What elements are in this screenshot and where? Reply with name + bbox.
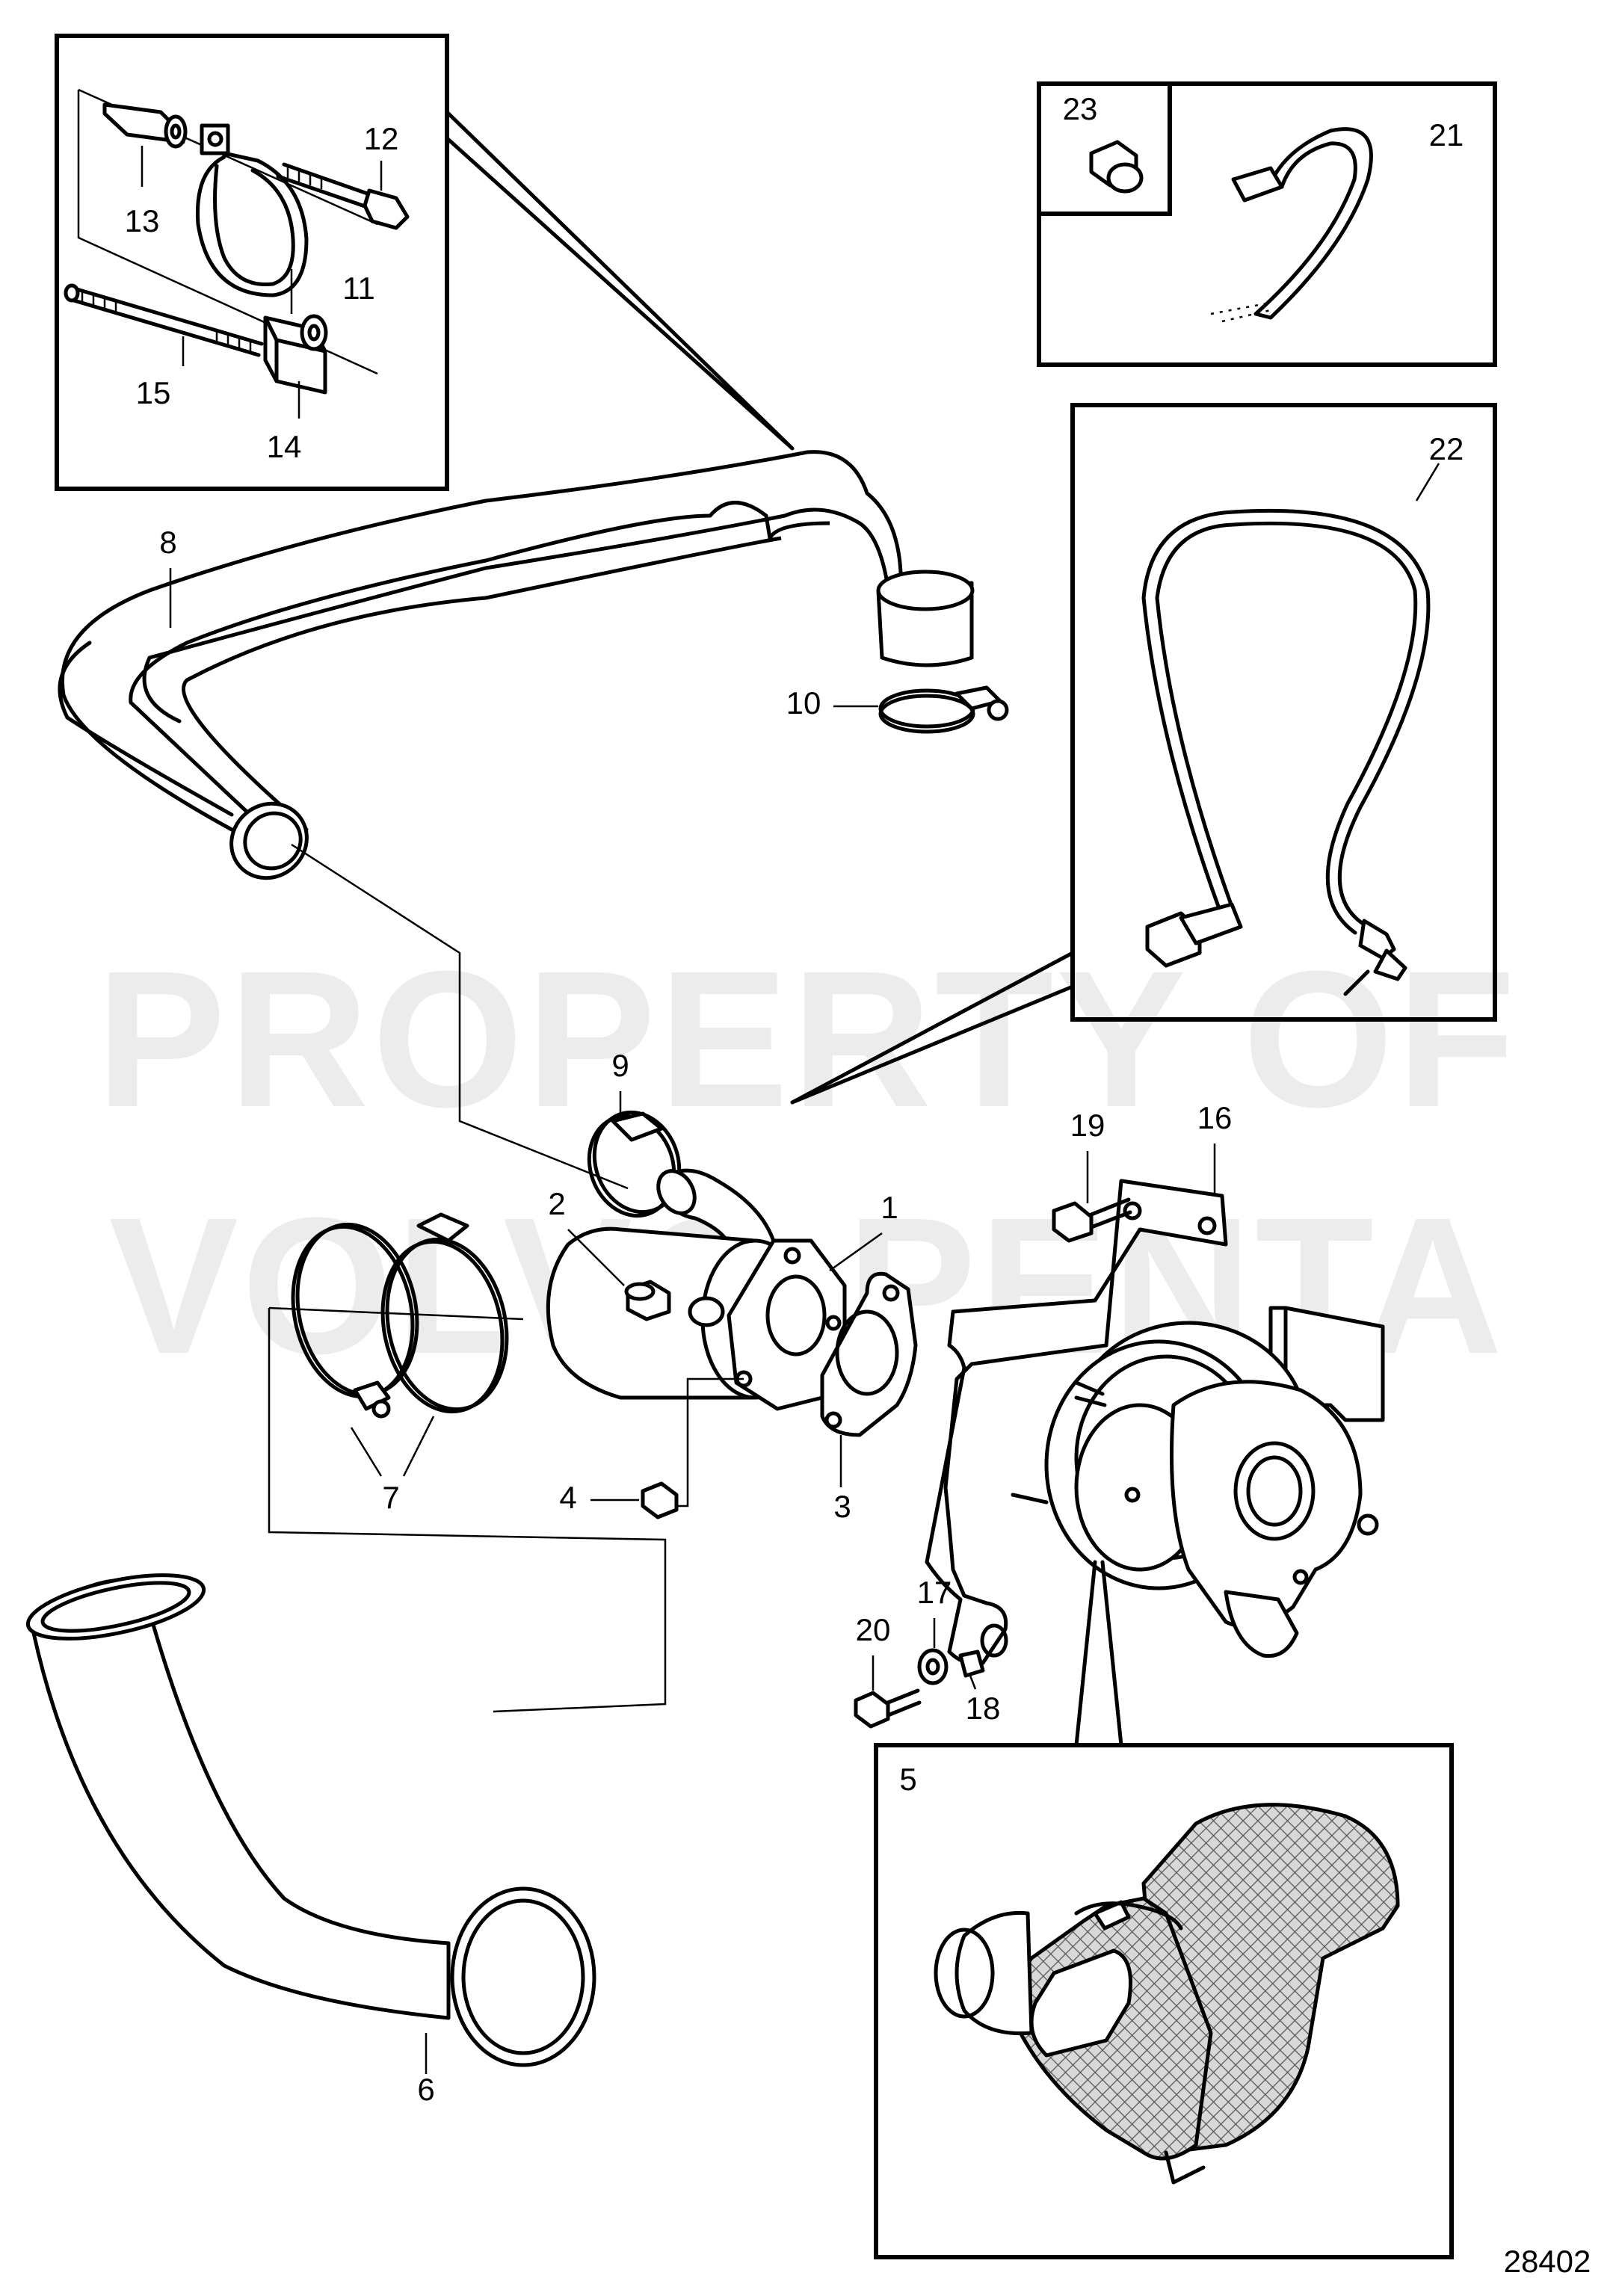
inset-pointer-heat-shield — [1074, 1560, 1123, 1747]
leader-lower-hose — [268, 1308, 667, 1713]
leader-clamp-axis — [268, 1306, 524, 1321]
callout-11: 11 — [342, 271, 375, 306]
hose-8 — [58, 450, 975, 880]
inset-frame-plug-and-tie — [1037, 81, 1497, 367]
callout-7: 7 — [382, 1480, 399, 1515]
spacer-14 — [263, 314, 328, 395]
inset-pointer-clamp — [445, 110, 795, 451]
bolt-12 — [276, 162, 410, 230]
hose-clamp-9 — [587, 1110, 682, 1218]
leader-hose-to-elbow — [291, 843, 629, 1190]
washer-17 — [917, 1648, 949, 1685]
inset-clamp-hardware: 12 13 11 15 14 — [55, 34, 449, 491]
inset-heat-shield: 5 — [874, 1743, 1454, 2259]
callout-9: 9 — [611, 1048, 629, 1083]
inset-sensor-cable: 22 — [1070, 403, 1497, 1022]
callout-3: 3 — [833, 1489, 851, 1524]
inset-frame-clamp-hardware — [55, 34, 449, 491]
leader-22 — [1415, 463, 1440, 502]
callout-17: 17 — [917, 1575, 952, 1610]
drawing-number: 28402 — [1504, 2244, 1591, 2279]
gasket-3 — [820, 1271, 918, 1437]
callout-20: 20 — [856, 1612, 891, 1647]
inset-frame-heat-shield — [874, 1743, 1454, 2259]
stud-15 — [64, 283, 264, 357]
spacer-18 — [958, 1650, 985, 1678]
leader-4 — [590, 1377, 744, 1507]
callout-23: 23 — [1063, 91, 1098, 126]
inset-pointer-sensor — [790, 951, 1075, 1105]
leader-18 — [969, 1675, 977, 1690]
callout-21: 21 — [1429, 117, 1464, 152]
callout-16: 16 — [1197, 1100, 1233, 1135]
plug-23 — [1089, 140, 1144, 194]
hose-clamps-7 — [291, 1212, 509, 1419]
callout-5: 5 — [899, 1762, 916, 1797]
callout-22: 22 — [1429, 431, 1464, 466]
callout-8: 8 — [159, 525, 176, 560]
callout-12: 12 — [364, 121, 399, 156]
callout-19: 19 — [1070, 1108, 1105, 1143]
plug-2 — [624, 1280, 671, 1321]
inset-frame-sensor — [1070, 403, 1497, 1022]
callout-10: 10 — [786, 685, 821, 720]
leader-2 — [567, 1229, 625, 1286]
callout-18: 18 — [966, 1691, 1001, 1726]
bolt-20 — [854, 1688, 922, 1729]
leader-7 — [350, 1416, 435, 1477]
hose-clamp-10 — [878, 685, 1009, 734]
callout-6: 6 — [417, 2072, 434, 2107]
callout-4: 4 — [559, 1480, 576, 1515]
cable-tie-21 — [1210, 127, 1373, 323]
p-clamp-11 — [195, 123, 309, 297]
heat-shield-5 — [934, 1803, 1400, 2185]
inset-plug-and-tie: 23 21 — [1037, 81, 1497, 367]
turbocharger — [1011, 1306, 1385, 1658]
callout-1: 1 — [881, 1190, 898, 1225]
callout-2: 2 — [548, 1186, 565, 1221]
sensor-cable-22 — [1141, 508, 1431, 996]
spacer-13 — [102, 102, 188, 149]
watermark-line-1: PROPERTY OF — [96, 931, 1519, 1148]
callout-13: 13 — [125, 203, 160, 238]
callout-14: 14 — [267, 429, 302, 464]
bolt-19 — [1052, 1197, 1132, 1243]
elbow-hose-6 — [25, 1573, 596, 2067]
leader-1 — [829, 1232, 883, 1272]
nut-4 — [641, 1481, 679, 1519]
callout-15: 15 — [136, 375, 171, 410]
inset-subframe-23 — [1039, 84, 1172, 216]
